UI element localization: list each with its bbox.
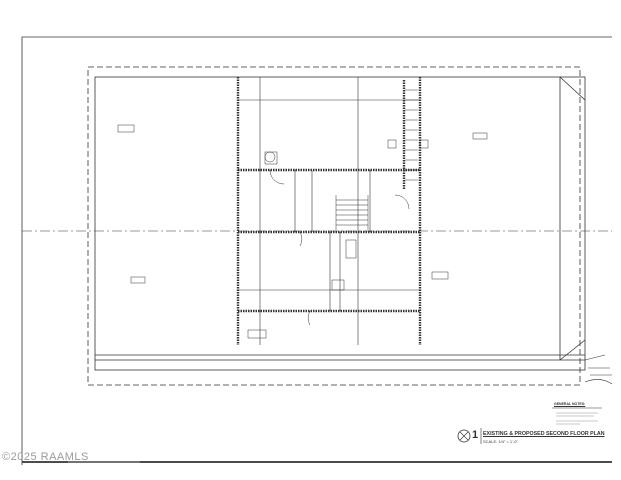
stairs — [335, 89, 418, 230]
sheet-border — [21, 36, 612, 465]
roof-outline — [87, 66, 581, 386]
house-outline — [94, 76, 586, 371]
detail-marker-icon — [457, 429, 471, 443]
copyright-watermark: ©2025 RAAMLS — [2, 451, 89, 463]
drawing-scale: SCALE: 1/4" = 1'-0" — [483, 439, 518, 444]
notes-lines — [556, 412, 598, 425]
second-floor-walls — [236, 77, 422, 345]
detail-number: 1 — [472, 429, 479, 441]
engineer-stamp — [584, 354, 613, 385]
drawing-title: EXISTING & PROPOSED SECOND FLOOR PLAN — [483, 431, 605, 437]
general-notes-heading: GENERAL NOTES: — [554, 402, 586, 406]
doors — [117, 124, 488, 339]
